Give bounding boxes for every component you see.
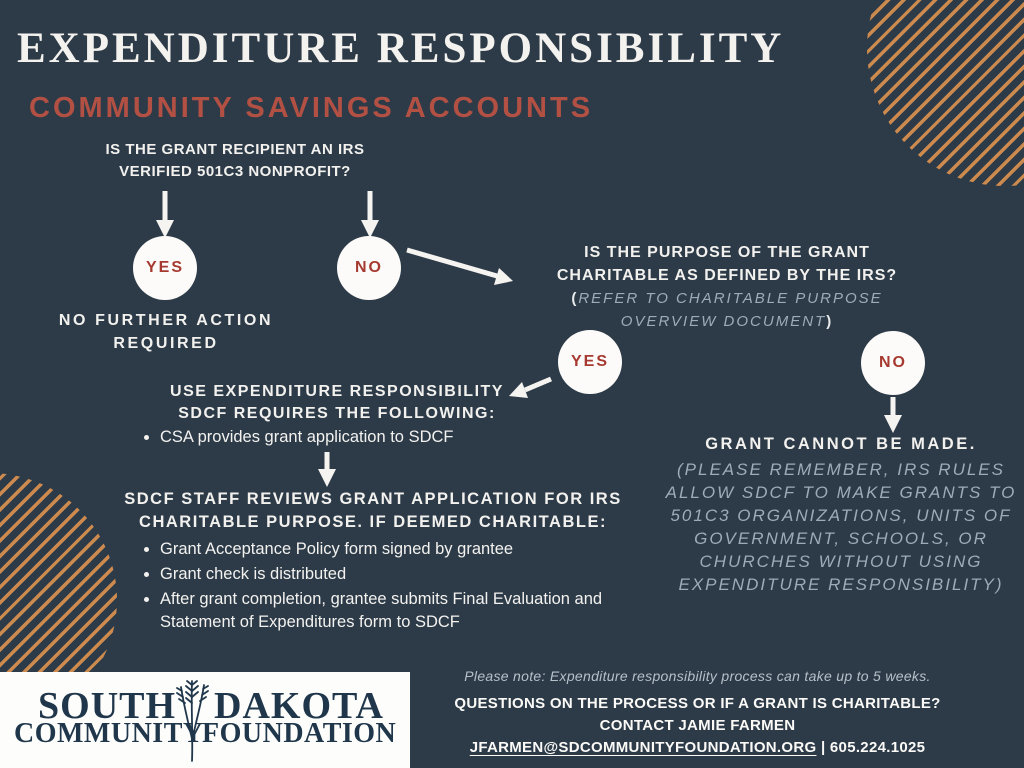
yes-node-q1-label: YES — [145, 259, 184, 276]
logo-word-dakota: DAKOTA — [214, 685, 384, 727]
charitable-purpose-note-line2: OVERVIEW DOCUMENT) — [620, 313, 834, 330]
question-501c3-line1: IS THE GRANT RECIPIENT AN IRS — [105, 141, 365, 158]
yes-node-q2-label: YES — [570, 353, 609, 370]
sdcf-review-heading: SDCF STAFF REVIEWS GRANT APPLICATION FOR… — [124, 490, 622, 531]
question-501c3-line2: VERIFIED 501C3 NONPROFIT? — [119, 163, 351, 180]
footer-contact-block: Please note: Expenditure responsibility … — [425, 668, 970, 759]
arrow-q1-to-yes1 — [156, 191, 174, 238]
logo-word-south: SOUTH — [38, 685, 177, 727]
email-link[interactable]: JFARMEN@SDCOMMUNITYFOUNDATION.ORG — [469, 739, 817, 756]
arrow-no1-to-q2 — [406, 247, 513, 285]
arrow-no2-to-cannot — [884, 397, 902, 433]
wheat-icon — [176, 680, 209, 762]
arrow-bullet-to-review — [318, 452, 336, 487]
footer-contact-line: CONTACT JAMIE FARMEN — [599, 717, 796, 734]
grant-cannot-be-made-block: GRANT CANNOT BE MADE. (PLEASE REMEMBER, … — [656, 433, 1024, 596]
footer-separator: | — [820, 739, 826, 756]
logo-word-community: COMMUNITY — [14, 718, 204, 749]
footer-phone: 605.224.1025 — [829, 739, 926, 756]
charitable-purpose-note-line1: (REFER TO CHARITABLE PURPOSE — [571, 290, 883, 307]
bullet-check-distributed: Grant check is distributed — [160, 563, 630, 586]
no-node-q2-label: NO — [879, 354, 907, 371]
page-subtitle: COMMUNITY SAVINGS ACCOUNTS — [29, 92, 594, 124]
footer-question-line: QUESTIONS ON THE PROCESS OR IF A GRANT I… — [454, 695, 941, 712]
yes-node-q1: YES — [133, 236, 197, 300]
use-expenditure-bullets: CSA provides grant application to SDCF — [160, 426, 580, 451]
use-expenditure-heading: USE EXPENDITURE RESPONSIBILITY SDCF REQU… — [170, 383, 504, 422]
no-node-q2: NO — [861, 331, 925, 395]
page-title: EXPENDITURE RESPONSIBILITY — [17, 25, 785, 72]
logo-word-foundation: FOUNDATION — [202, 718, 397, 749]
arrow-q1-to-no1 — [361, 191, 379, 238]
question-501c3: IS THE GRANT RECIPIENT AN IRS VERIFIED 5… — [35, 139, 435, 183]
footer-email-line: JFARMEN@SDCOMMUNITYFOUNDATION.ORG | 605.… — [425, 737, 970, 759]
bullet-final-evaluation: After grant completion, grantee submits … — [160, 588, 630, 634]
question-charitable-purpose: IS THE PURPOSE OF THE GRANT CHARITABLE A… — [527, 241, 927, 333]
no-node-q1-label: NO — [355, 259, 383, 276]
striped-circle-top-right — [867, 0, 1024, 186]
bullet-csa-application: CSA provides grant application to SDCF — [160, 426, 580, 449]
no-further-action-text: NO FURTHER ACTION REQUIRED — [58, 312, 274, 352]
grant-cannot-note: (PLEASE REMEMBER, IRS RULES ALLOW SDCF T… — [665, 460, 1017, 594]
grant-cannot-title: GRANT CANNOT BE MADE. — [705, 435, 977, 453]
yes-node-q2: YES — [558, 330, 622, 394]
no-node-q1: NO — [337, 236, 401, 300]
review-bullets: Grant Acceptance Policy form signed by g… — [160, 538, 630, 636]
bullet-acceptance-policy: Grant Acceptance Policy form signed by g… — [160, 538, 630, 561]
process-time-note: Please note: Expenditure responsibility … — [464, 668, 931, 684]
logo-panel: SOUTH DAKOTA COMMUNITY FOUNDATION — [0, 672, 410, 768]
